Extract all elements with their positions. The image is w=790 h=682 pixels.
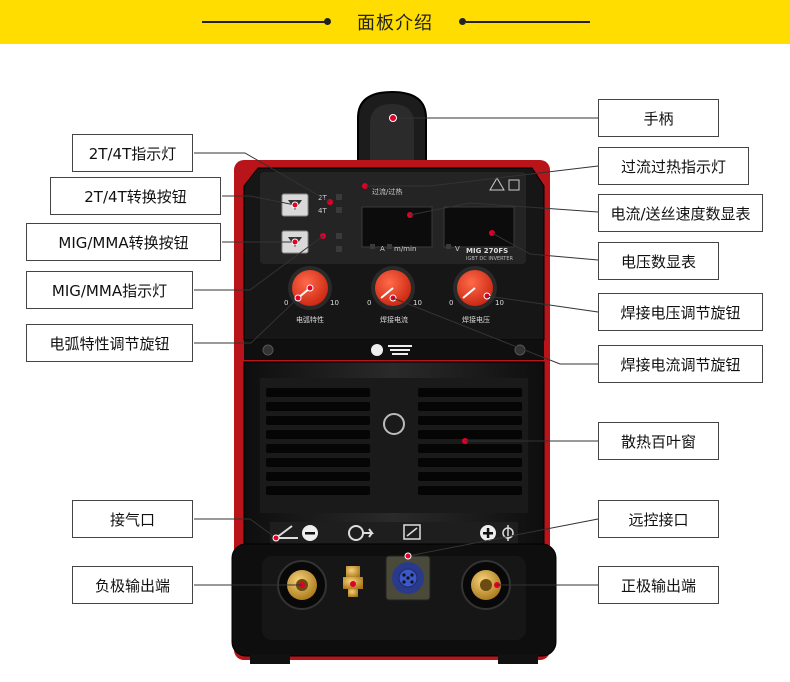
callout-remote-port: 远控接口 <box>598 500 719 538</box>
callout-current-knob: 焊接电流调节旋钮 <box>598 345 763 383</box>
gas-fitting[interactable] <box>343 566 363 597</box>
header-line-left <box>202 21 330 23</box>
handle-inner <box>370 104 414 166</box>
arrow-right-icon <box>363 528 374 538</box>
callout-louver: 散热百叶窗 <box>598 422 719 460</box>
current-knob-label: 焊接电流 <box>380 315 408 324</box>
callout-overcurrent-light: 过流过热指示灯 <box>598 147 749 185</box>
page-title: 面板介绍 <box>357 13 433 34</box>
header-bar: 面板介绍 <box>0 0 790 44</box>
callout-mig-mma-button: MIG/MMA转换按钮 <box>26 223 221 261</box>
unit-a-label: A <box>380 245 385 253</box>
foot-right <box>498 654 538 664</box>
foot-left <box>250 654 290 664</box>
voltage-knob[interactable] <box>453 266 497 310</box>
louver-right <box>418 388 522 495</box>
arc-knob[interactable] <box>288 266 332 310</box>
unit-v-light <box>446 244 451 249</box>
plus-vertical <box>486 528 490 538</box>
cert-logo-icon <box>383 413 405 435</box>
callout-t24-button: 2T/4T转换按钮 <box>50 177 221 215</box>
unit-m-min-label: m/min <box>394 245 416 253</box>
callout-gas-port: 接气口 <box>72 500 193 538</box>
arc-scale-min: 0 <box>284 299 288 307</box>
remote-icon-slash <box>406 527 418 537</box>
terminal-icon-row <box>270 522 518 544</box>
current-display <box>361 206 433 248</box>
warning-icon <box>489 177 505 191</box>
arc-scale-max: 10 <box>330 299 339 307</box>
current-knob[interactable] <box>371 266 415 310</box>
arc-knob-label: 电弧特性 <box>296 315 324 324</box>
voltage-display <box>443 206 515 248</box>
voltage-scale-max: 10 <box>495 299 504 307</box>
model-subtitle: IGBT DC INVERTER <box>466 256 513 262</box>
callout-arc-knob: 电弧特性调节旋钮 <box>26 324 193 362</box>
header-line-right <box>466 21 590 23</box>
callout-negative-output: 负极输出端 <box>72 566 193 604</box>
brand-logo-icon <box>371 344 383 356</box>
callout-current-display: 电流/送丝速度数显表 <box>598 194 763 232</box>
header-dot-left <box>324 18 331 25</box>
t2-light <box>336 194 342 200</box>
overcurrent-text: 过流/过热 <box>372 187 402 196</box>
remote-icon <box>403 524 421 540</box>
callout-handle: 手柄 <box>598 99 719 137</box>
leader-lines <box>194 117 599 586</box>
voltage-knob-label: 焊接电压 <box>462 315 490 324</box>
t4-light <box>336 207 342 213</box>
minus-sign <box>305 532 315 535</box>
louver-left <box>266 388 370 495</box>
voltage-scale-min: 0 <box>449 299 453 307</box>
unit-v-label: V <box>455 245 460 253</box>
callout-voltage-knob: 焊接电压调节旋钮 <box>598 293 763 331</box>
callout-mig-mma-light: MIG/MMA指示灯 <box>26 271 193 309</box>
unit-m-light <box>387 244 392 249</box>
callout-voltage-display: 电压数显表 <box>598 242 719 280</box>
manual-icon <box>508 179 520 191</box>
screw-left <box>262 344 274 356</box>
current-scale-max: 10 <box>413 299 422 307</box>
callout-positive-output: 正极输出端 <box>598 566 719 604</box>
model-label: MIG 270FS <box>466 247 508 255</box>
mode-4t-label: 4T <box>318 207 327 215</box>
remote-port[interactable] <box>385 555 431 601</box>
callout-t24-light: 2T/4T指示灯 <box>72 134 193 172</box>
mig-light <box>336 233 342 239</box>
brand-logo-wings <box>388 345 412 355</box>
leader-dots <box>272 114 412 560</box>
header-dot-right <box>459 18 466 25</box>
positive-terminal[interactable] <box>461 560 511 610</box>
current-scale-min: 0 <box>367 299 371 307</box>
unit-a-light <box>370 244 375 249</box>
mma-light <box>336 246 342 252</box>
